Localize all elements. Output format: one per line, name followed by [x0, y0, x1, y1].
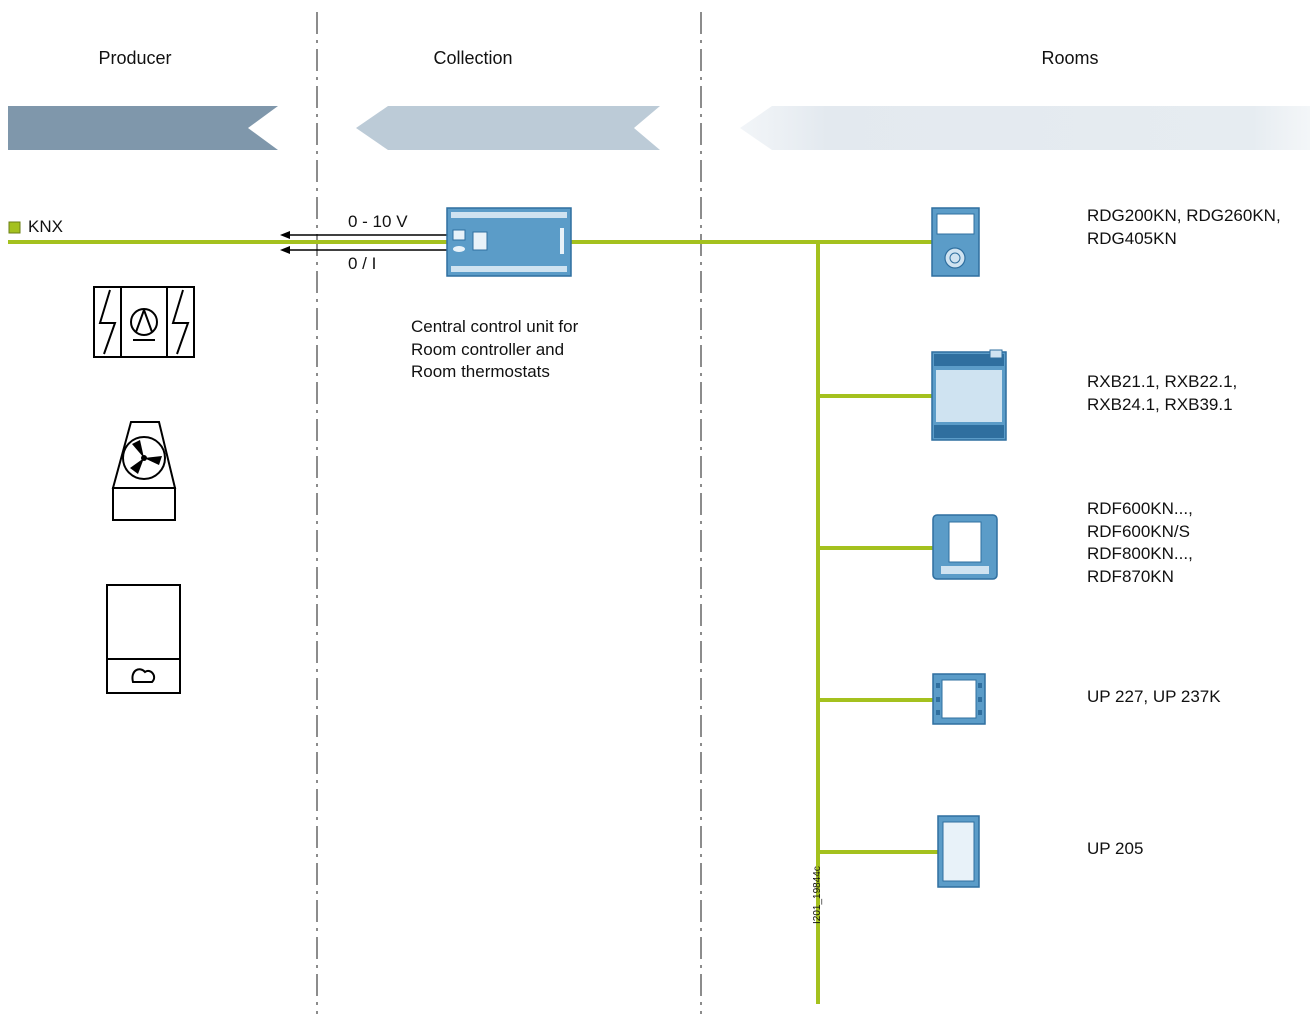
rooms-band: [740, 106, 1310, 150]
column-heading-collection: Collection: [433, 48, 513, 68]
signal-binary-label: 0 / I: [348, 254, 377, 273]
room-thermostat-rdg-icon: [931, 207, 980, 277]
caption-line: Central control unit for: [411, 317, 579, 336]
device-label-line: RXB21.1, RXB22.1,: [1087, 372, 1238, 391]
device-label-line: RXB24.1, RXB39.1: [1087, 394, 1233, 414]
device-label-line: UP 227, UP 237K: [1087, 687, 1221, 706]
column-heading-rooms: Rooms: [1041, 48, 1099, 68]
push-button-up227-icon: [932, 673, 986, 725]
room-thermostat-rdf-icon: [932, 514, 998, 580]
signal-arrows: [280, 231, 448, 254]
signal-analog-label: 0 - 10 V: [348, 212, 408, 231]
caption-line: Room thermostats: [411, 362, 550, 381]
caption-line: Room controller and: [411, 339, 565, 359]
drawing-code: I201_19844c: [812, 866, 823, 924]
knx-legend-swatch: [8, 221, 21, 234]
collection-band: [356, 106, 660, 150]
room-controller-rxb-icon: [931, 349, 1007, 441]
device-label-line: RDG405KN: [1087, 228, 1177, 248]
chiller-icon: [93, 286, 195, 358]
device-label-line: RDF800KN...,: [1087, 544, 1193, 563]
ventilation-fan-unit-icon: [111, 421, 177, 521]
device-label-line: RDF870KN: [1087, 566, 1174, 586]
device-label-line: UP 205: [1087, 839, 1144, 858]
device-label-rdf: RDF600KN..., RDF600KN/S RDF800KN..., RDF…: [1087, 498, 1193, 588]
device-label-up227: UP 227, UP 237K: [1087, 686, 1221, 709]
device-label-line: RDF600KN/S: [1087, 521, 1190, 541]
device-label-rdg: RDG200KN, RDG260KN, RDG405KN: [1087, 205, 1281, 250]
device-label-line: RDG200KN, RDG260KN,: [1087, 206, 1281, 225]
device-label-up205: UP 205: [1087, 838, 1143, 861]
push-button-up205-icon: [937, 815, 980, 888]
knx-label: KNX: [28, 217, 63, 236]
device-label-line: RDF600KN...,: [1087, 499, 1193, 518]
central-unit-caption: Central control unit for Room controller…: [411, 316, 578, 384]
central-control-unit-icon: [446, 207, 572, 277]
producer-band: [8, 106, 278, 150]
device-label-rxb: RXB21.1, RXB22.1, RXB24.1, RXB39.1: [1087, 371, 1237, 416]
boiler-icon: [106, 584, 181, 694]
column-heading-producer: Producer: [98, 48, 172, 68]
